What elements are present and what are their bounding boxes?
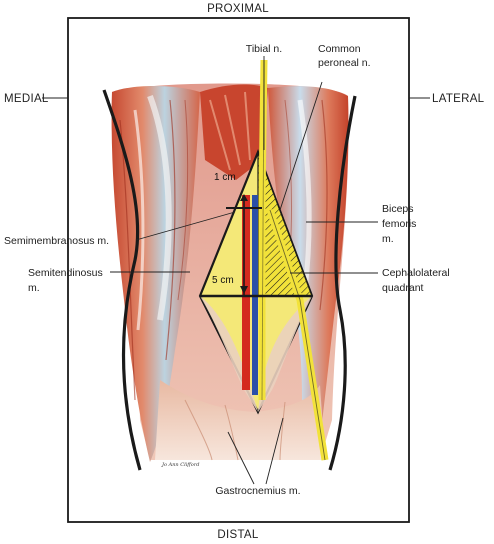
label-biceps-3: m.: [382, 233, 394, 245]
leader-semimembranosus: [135, 211, 236, 241]
label-one-cm: 1 cm: [214, 172, 236, 183]
arrow-up: [240, 194, 248, 201]
label-biceps-2: femoris: [382, 218, 416, 230]
label-semitendinosus-1: Semitendinosus: [28, 267, 103, 279]
medial-leg-outline: [102, 89, 142, 471]
label-biceps-1: Biceps: [382, 203, 414, 215]
arrow-down: [240, 286, 248, 294]
label-semitendinosus-2: m.: [28, 282, 40, 294]
label-medial: MEDIAL: [4, 93, 49, 105]
label-cephalolateral-2: quadrant: [382, 282, 424, 294]
label-proximal: PROXIMAL: [207, 3, 269, 15]
label-distal: DISTAL: [217, 529, 259, 541]
leader-gastro-left: [227, 431, 255, 485]
artist-signature: Jo Ann Clifford: [161, 462, 199, 468]
lateral-leg-outline: [328, 95, 357, 471]
label-common-peroneal-2: peroneal n.: [318, 57, 371, 69]
leader-common-peroneal: [279, 81, 323, 211]
label-tibial-nerve: Tibial n.: [246, 43, 282, 55]
label-lateral: LATERAL: [432, 93, 485, 105]
label-gastrocnemius: Gastrocnemius m.: [215, 485, 300, 497]
popliteal-fossa: [198, 59, 329, 461]
label-cephalolateral-1: Cephalolateral: [382, 267, 450, 279]
label-common-peroneal-1: Common: [318, 43, 361, 55]
label-five-cm: 5 cm: [212, 275, 234, 286]
leader-gastro-right: [265, 417, 284, 485]
label-semimembranosus: Semimembranosus m.: [4, 235, 109, 247]
